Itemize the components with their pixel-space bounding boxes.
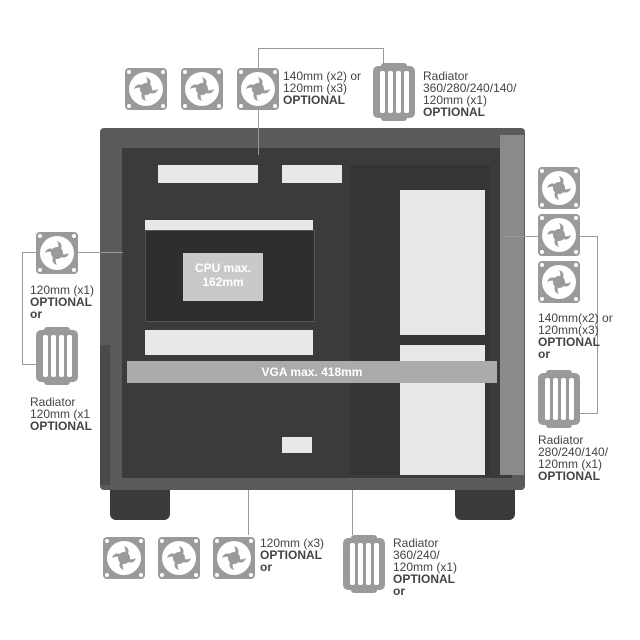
- fan-icon: [158, 537, 200, 579]
- fan-icon: [125, 68, 167, 110]
- fan-icon: [103, 537, 145, 579]
- fan-icon: [36, 232, 78, 274]
- fan-icon: [213, 537, 255, 579]
- rear-pci-bracket: [100, 345, 110, 485]
- connector-line: [78, 252, 123, 253]
- fan-icon: [538, 167, 580, 209]
- connector-line: [383, 48, 384, 66]
- connector-line: [352, 490, 353, 535]
- cutout: [400, 190, 485, 335]
- radiator-icon: [538, 370, 580, 428]
- foot-right: [455, 490, 515, 520]
- front-panel: [500, 135, 524, 475]
- cutout: [145, 330, 313, 355]
- cpu-clearance: CPU max.162mm: [183, 253, 263, 301]
- cpu-label: CPU max.: [194, 261, 252, 275]
- cutout: [282, 165, 342, 183]
- connector-line: [258, 48, 383, 49]
- fan-icon: [181, 68, 223, 110]
- radiator-icon: [343, 535, 385, 593]
- cpu-value: 162mm: [202, 275, 244, 289]
- cutout: [145, 220, 313, 230]
- connector-line: [22, 252, 36, 253]
- connector-line: [258, 110, 259, 155]
- cutout: [282, 437, 312, 453]
- connector-line: [22, 252, 23, 364]
- radiator-icon: [36, 327, 78, 385]
- connector-line: [248, 490, 249, 535]
- radiator-icon: [373, 63, 415, 121]
- vga-clearance: VGA max. 418mm: [127, 361, 497, 383]
- connector-line: [580, 413, 598, 414]
- cutout: [158, 165, 258, 183]
- fan-icon: [538, 214, 580, 256]
- fan-icon: [538, 261, 580, 303]
- connector-line: [22, 364, 36, 365]
- fan-icon: [237, 68, 279, 110]
- foot-left: [110, 490, 170, 520]
- connector-line: [597, 236, 598, 414]
- connector-line: [258, 48, 259, 68]
